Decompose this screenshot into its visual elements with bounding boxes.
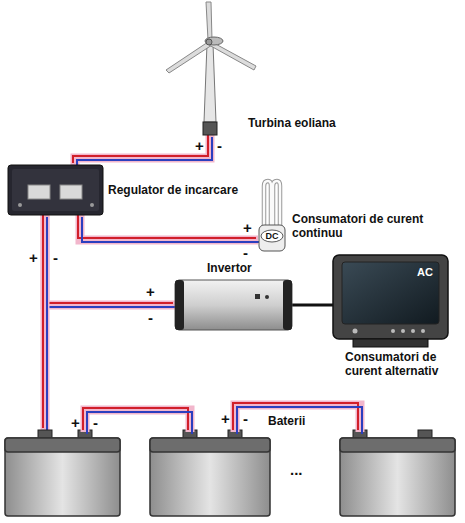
polarity-mark: - xyxy=(217,138,222,154)
dc-lamp: DCConsumatori de curent continuu xyxy=(258,180,286,252)
ellipsis-mark: ... xyxy=(290,462,303,478)
negative-wire xyxy=(77,137,212,167)
power-cable xyxy=(78,213,260,242)
power-cable xyxy=(73,133,212,167)
positive-wire xyxy=(73,133,208,163)
polarity-mark: - xyxy=(53,250,58,266)
positive-wire xyxy=(42,213,44,428)
tv-set: ACConsumatori de curent alternativ xyxy=(333,255,448,347)
power-cable xyxy=(43,213,47,432)
battery-bank-drawing xyxy=(5,430,457,518)
cord xyxy=(292,304,333,307)
polarity-mark: + xyxy=(243,220,252,236)
negative-wire xyxy=(82,217,260,242)
negative-wire xyxy=(47,217,177,307)
negative-wire xyxy=(46,217,48,432)
polarity-mark: + xyxy=(146,284,155,300)
cable-sheath xyxy=(80,215,258,240)
node-heading: Consumatori de curent continuu xyxy=(292,212,432,240)
node-heading: Turbina eoliana xyxy=(248,116,336,130)
cable-sheath xyxy=(45,215,175,305)
charge-controller-drawing xyxy=(8,165,103,215)
dc-lamp-drawing xyxy=(258,180,286,252)
positive-wire xyxy=(78,213,256,238)
lamp-mark: DC xyxy=(258,230,286,242)
wind-turbine: Turbina eoliana xyxy=(150,0,370,135)
polarity-mark: - xyxy=(243,245,248,261)
inverter: Invertor xyxy=(175,280,292,330)
screen-mark: AC xyxy=(417,265,433,279)
polarity-mark: + xyxy=(195,138,204,154)
polarity-mark: - xyxy=(243,411,248,427)
polarity-mark: + xyxy=(221,411,230,427)
node-heading: Regulator de incarcare xyxy=(108,183,238,197)
positive-wire xyxy=(43,213,173,303)
node-heading: Invertor xyxy=(207,261,252,275)
battery-bank: Baterii xyxy=(5,430,457,518)
signal-cable xyxy=(292,305,333,306)
node-heading: Baterii xyxy=(268,414,305,428)
power-cable xyxy=(43,213,177,307)
polarity-mark: - xyxy=(148,310,153,326)
inverter-drawing xyxy=(175,280,292,330)
wind-turbine-drawing xyxy=(150,0,370,135)
polarity-mark: + xyxy=(71,415,80,431)
polarity-mark: + xyxy=(29,250,38,266)
node-heading: Consumatori de curent alternativ xyxy=(345,350,457,378)
polarity-mark: - xyxy=(93,415,98,431)
cable-sheath xyxy=(41,215,50,430)
charge-controller: Regulator de incarcare xyxy=(8,165,103,215)
